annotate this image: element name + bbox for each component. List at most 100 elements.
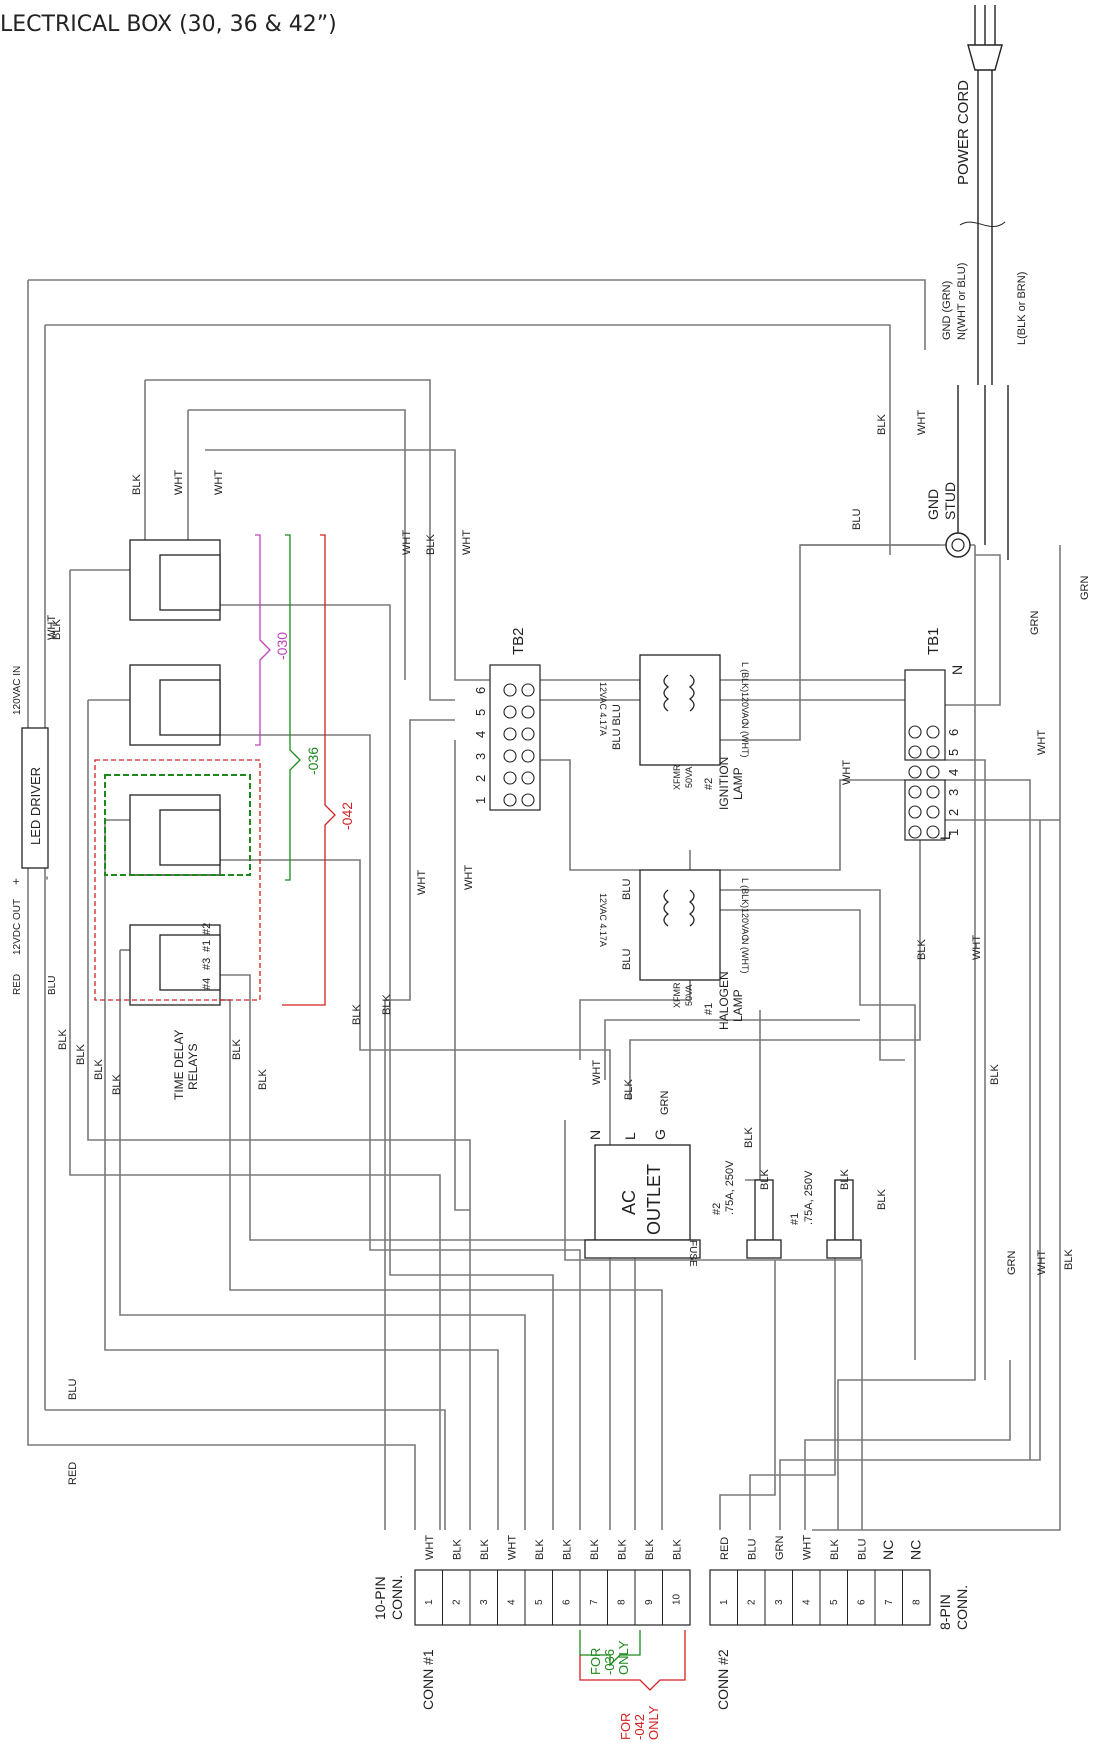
conn2-wire-color: GRN	[774, 1536, 786, 1561]
tb2-terminal-number: 5	[473, 709, 488, 716]
led-minus-label: -	[39, 876, 53, 880]
tb1-label: TB1	[925, 627, 942, 655]
wire-label: BLK	[1063, 1249, 1075, 1270]
wire-label: BLK	[916, 939, 928, 960]
wire-network	[27, 279, 1061, 1531]
wire-label: WHT	[173, 470, 185, 495]
wire-label: BLU	[47, 976, 58, 995]
tb2-screw	[521, 771, 535, 785]
xfmr-ign-pri2: 120VAC	[740, 692, 750, 725]
tb2-terminal-number: 6	[473, 687, 488, 694]
conn1-wire-color: BLK	[617, 1539, 629, 1560]
conn1-pin-number: 5	[534, 1599, 545, 1605]
fuse-label: FUSE	[687, 1240, 698, 1267]
tb1-screw	[926, 825, 940, 839]
conn1-pins-1: 10-PIN	[372, 1576, 388, 1620]
conn1-pin-number: 7	[589, 1599, 600, 1605]
wire-label: RED	[67, 1462, 79, 1485]
tb1-terminal-number: 5	[946, 749, 961, 756]
ac-outlet-and-fuses	[584, 1144, 862, 1259]
relays-caption-2: RELAYS	[186, 1044, 200, 1090]
diagram-title: LECTRICAL BOX (30, 36 & 42”)	[0, 12, 337, 37]
conn1-pin-number: 10	[672, 1593, 683, 1605]
conn2-wire-color: BLU	[747, 1539, 759, 1560]
relay-num-4: #4	[201, 978, 213, 990]
tb2-screw	[503, 749, 517, 763]
tb2-screw	[521, 727, 535, 741]
wire-label: WHT	[46, 615, 58, 640]
conn1-pin-number: 6	[562, 1599, 573, 1605]
conn2-wire-color: RED	[719, 1537, 731, 1560]
wire-label: BLU	[851, 509, 863, 530]
gnd-stud-label-1: GND	[925, 489, 941, 520]
wire-label: BLK	[989, 1064, 1001, 1085]
led-driver	[21, 727, 49, 869]
outlet-l: L	[622, 1132, 638, 1140]
tb1-screw	[908, 765, 922, 779]
wire-label: BLK	[57, 1029, 69, 1050]
tb1-l-label: L	[937, 832, 953, 840]
wire-label: BLK	[381, 994, 393, 1015]
fuse-2-rating: .75A, 250V	[724, 1160, 736, 1215]
tb2-terminal-number: 4	[473, 731, 488, 738]
tb2-screw	[521, 683, 535, 697]
fuse-2-num: #2	[711, 1203, 723, 1215]
power-cord	[957, 5, 1009, 560]
wire-label: WHT	[463, 865, 475, 890]
group-030-label: -030	[274, 632, 290, 660]
tb2-terminal-number: 2	[473, 775, 488, 782]
xfmr-ign-name: IGNITION	[717, 757, 731, 810]
tb1-screw	[908, 805, 922, 819]
time-delay-relays	[129, 539, 221, 1006]
tb1-screw	[926, 765, 940, 779]
note-042-2: -042	[632, 1714, 647, 1740]
xfmr-hal-num: #1	[703, 1003, 715, 1015]
tb2-screw	[503, 727, 517, 741]
xfmr-ign-sec: 12VAC 4.17A	[598, 682, 608, 736]
conn2-wire-color: NC	[908, 1540, 924, 1560]
relay-num-3: #3	[201, 958, 213, 970]
wire-label: BLK	[876, 414, 888, 435]
outlet-g: G	[652, 1129, 668, 1140]
conn1-wire-color: BLK	[562, 1539, 574, 1560]
wire-label: GRN	[659, 1091, 671, 1116]
conn2-pin-number: 5	[829, 1599, 840, 1605]
fuse-1-num: #1	[789, 1213, 801, 1225]
conn1-wire-color: BLK	[644, 1539, 656, 1560]
wire-label: GRN	[1029, 611, 1041, 636]
wire-label: BLK	[257, 1069, 269, 1090]
group-042-label: -042	[339, 802, 355, 830]
wire-label: WHT	[591, 1060, 603, 1085]
gnd-stud	[945, 532, 971, 558]
wire-label: BLU	[621, 879, 633, 900]
pin-dividers	[442, 1570, 903, 1625]
tb1-screw	[908, 745, 922, 759]
wire-label: BLK	[759, 1169, 771, 1190]
conn2-pin-number: 1	[719, 1599, 730, 1605]
gnd-wire-label: GND (GRN)	[941, 281, 953, 340]
wire-label: GRN	[1006, 1251, 1018, 1276]
line-wire-label: L(BLK or BRN)	[1016, 272, 1028, 345]
note-042-3: ONLY	[646, 1705, 661, 1740]
conn1-wire-color: BLK	[534, 1539, 546, 1560]
note-036-1: FOR	[588, 1648, 603, 1675]
led-input-label: 120VAC IN	[12, 666, 23, 715]
tb2-label: TB2	[510, 627, 527, 655]
conn2-pin-number: 3	[774, 1599, 785, 1605]
tb1-terminal-number: 4	[946, 769, 961, 776]
wire-label: BLK	[75, 1044, 87, 1065]
conn1-wire-color: BLK	[479, 1539, 491, 1560]
tb1-terminal-number: 6	[946, 729, 961, 736]
wire-label: WHT	[971, 935, 983, 960]
xfmr-ign-name2: LAMP	[731, 767, 745, 800]
conn2-wire-color: BLU	[857, 1539, 869, 1560]
wire-label: BLK	[743, 1127, 755, 1148]
wire-label: WHT	[1036, 1250, 1048, 1275]
model-group-brackets	[94, 534, 336, 1006]
wire-label: BLK	[51, 619, 63, 640]
wire-label: RED	[12, 974, 23, 995]
wire-label: GRN	[1079, 576, 1091, 601]
conn2-wire-color: BLK	[829, 1539, 841, 1560]
